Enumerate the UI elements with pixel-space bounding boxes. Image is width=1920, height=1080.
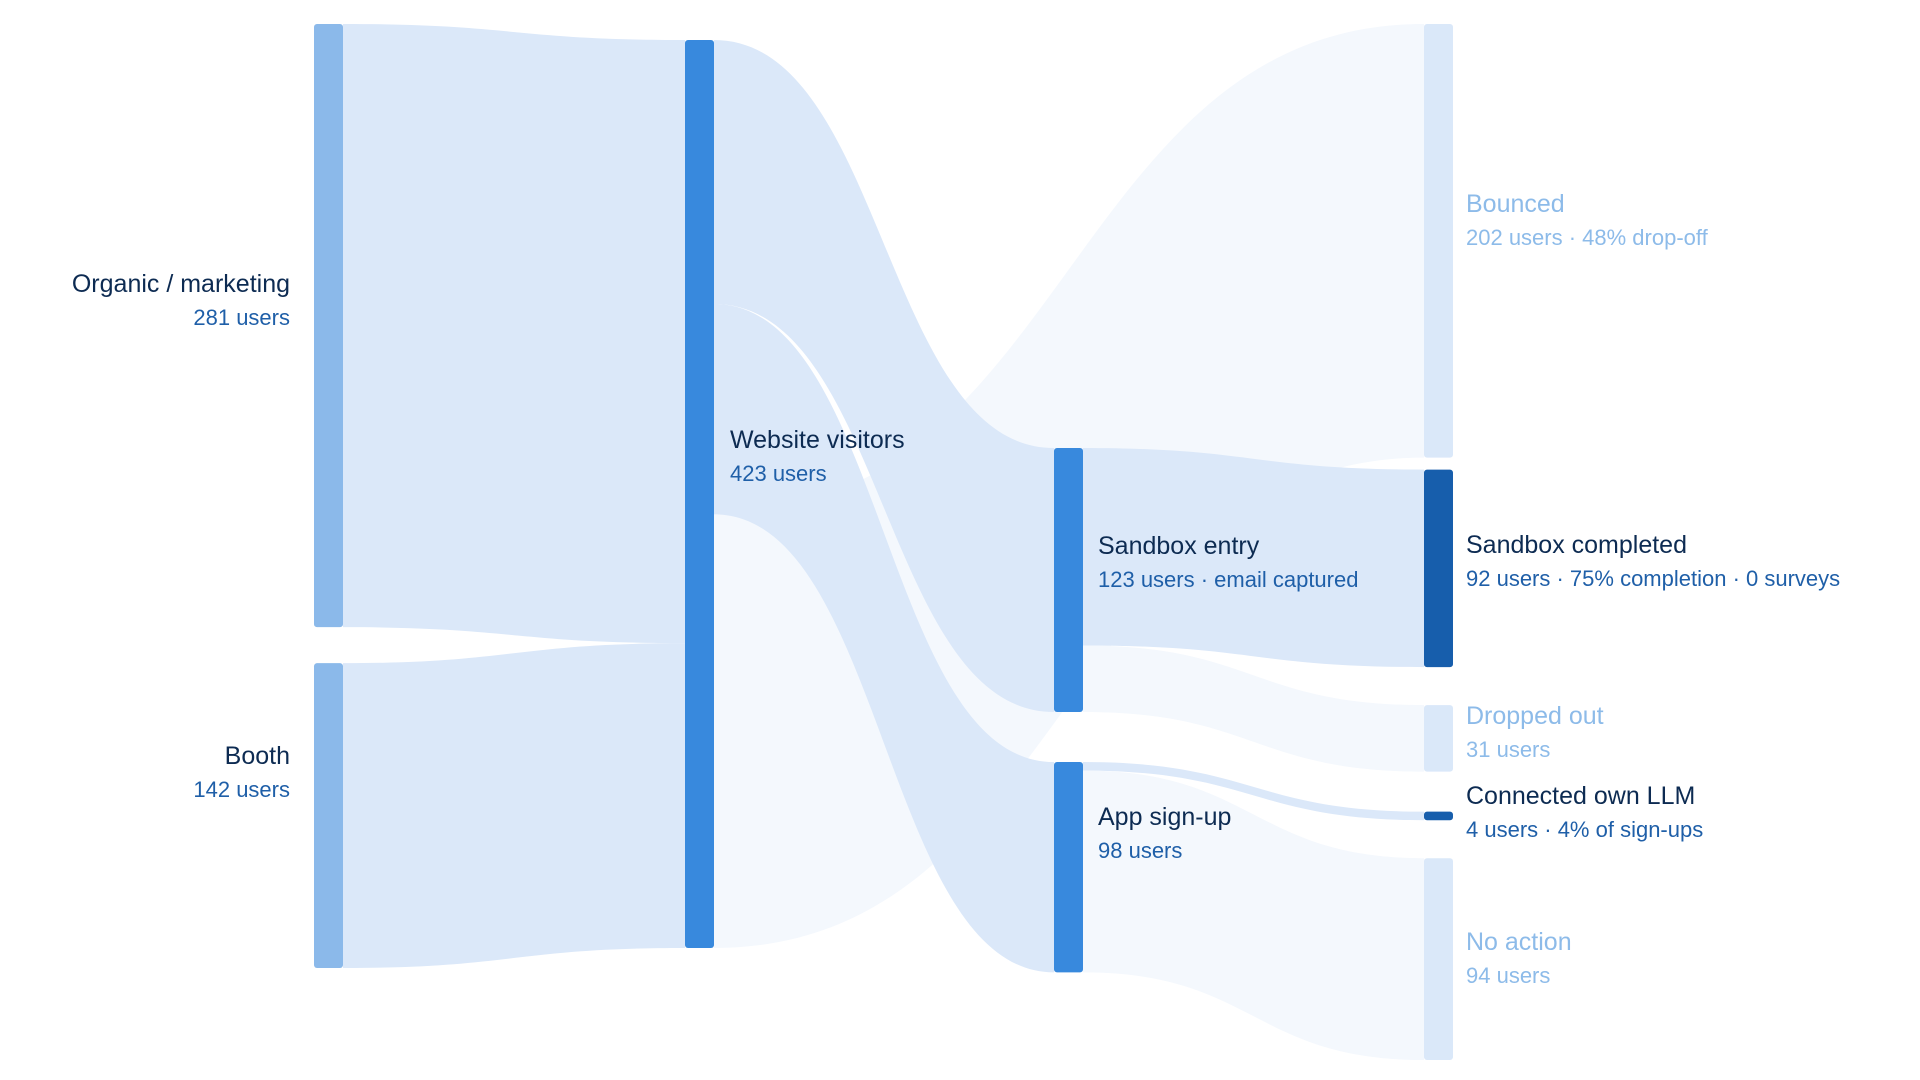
label-title-noaction: No action: [1466, 928, 1572, 956]
label-subtitle-llm: 4 users · 4% of sign-ups: [1466, 817, 1703, 842]
label-title-website: Website visitors: [730, 426, 905, 454]
link-app-to-llm: [1083, 762, 1424, 821]
label-subtitle-dropped: 31 users: [1466, 737, 1550, 762]
label-title-llm: Connected own LLM: [1466, 782, 1695, 810]
label-subtitle-organic: 281 users: [193, 305, 290, 330]
node-dropped: [1424, 705, 1453, 772]
node-sbcomplete: [1424, 469, 1453, 668]
label-subtitle-app: 98 users: [1098, 838, 1182, 863]
label-title-dropped: Dropped out: [1466, 702, 1604, 730]
sankey-nodes: [314, 24, 1453, 1060]
label-subtitle-bounced: 202 users · 48% drop-off: [1466, 225, 1709, 250]
label-subtitle-noaction: 94 users: [1466, 963, 1550, 988]
node-website: [685, 40, 714, 948]
link-organic-to-website: [343, 24, 685, 644]
node-booth: [314, 663, 343, 968]
label-title-booth: Booth: [225, 742, 290, 770]
link-sandbox-to-sbcomplete: [1083, 448, 1424, 668]
label-subtitle-sandbox: 123 users · email captured: [1098, 567, 1358, 592]
link-sandbox-to-dropped: [1083, 645, 1424, 772]
label-subtitle-website: 423 users: [730, 461, 827, 486]
link-website-to-sandbox: [714, 40, 1054, 713]
link-booth-to-website: [343, 643, 685, 968]
node-bounced: [1424, 24, 1453, 458]
label-title-bounced: Bounced: [1466, 190, 1565, 218]
node-organic: [314, 24, 343, 628]
link-website-to-app: [714, 304, 1054, 973]
label-subtitle-sbcomplete: 92 users · 75% completion · 0 surveys: [1466, 566, 1840, 591]
node-app: [1054, 762, 1083, 973]
node-sandbox: [1054, 448, 1083, 713]
label-subtitle-booth: 142 users: [193, 777, 290, 802]
node-llm: [1424, 811, 1453, 821]
sankey-links: [343, 24, 1424, 1060]
link-app-to-noaction: [1083, 770, 1424, 1060]
label-title-sandbox: Sandbox entry: [1098, 532, 1260, 560]
label-title-organic: Organic / marketing: [72, 270, 290, 298]
label-title-sbcomplete: Sandbox completed: [1466, 531, 1687, 559]
label-title-app: App sign-up: [1098, 803, 1231, 831]
node-noaction: [1424, 858, 1453, 1060]
